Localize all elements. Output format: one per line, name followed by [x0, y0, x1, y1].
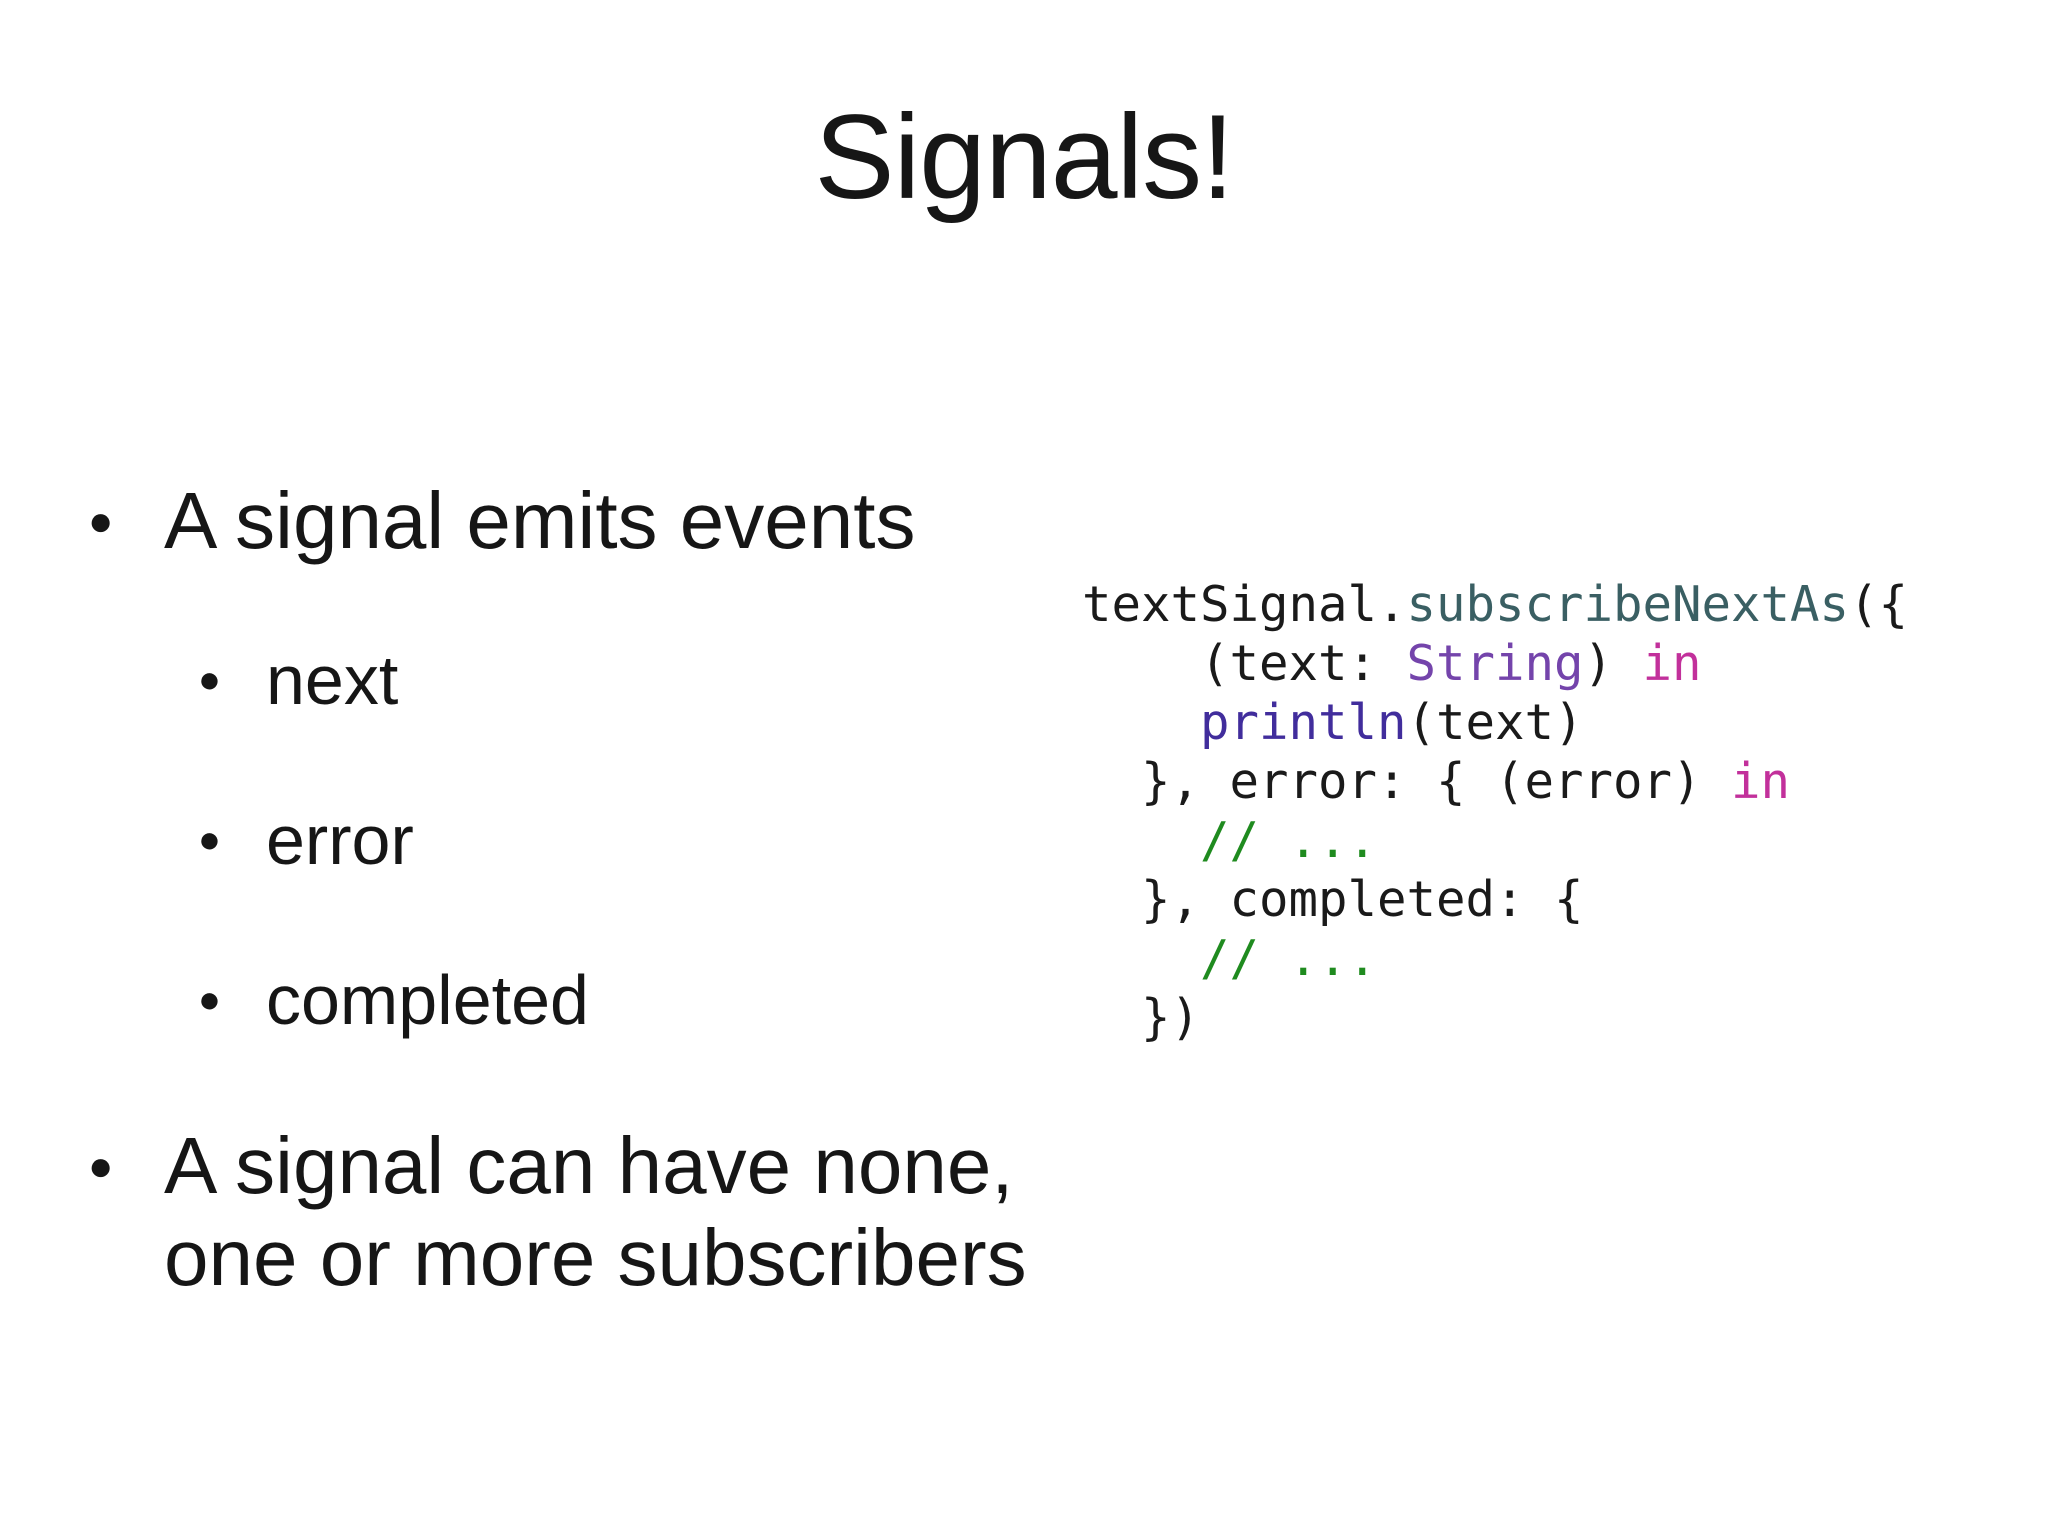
list-item: ● A signal emits events — [88, 475, 1064, 567]
code-line: // ... — [1200, 930, 1378, 987]
bullet-text: error — [266, 801, 414, 879]
code-line: }) — [1082, 989, 1201, 1046]
bullet-text: next — [266, 641, 399, 719]
bullet-text: completed — [266, 961, 589, 1039]
code-line: println(text) — [1200, 694, 1584, 751]
code-line: (text: String) in — [1082, 635, 1702, 692]
bullet-icon: ● — [198, 979, 221, 1021]
list-item: ● error — [198, 800, 414, 880]
code-snippet: textSignal.subscribeNextAs({ (text: Stri… — [1082, 575, 1908, 1047]
bullet-text: A signal can have none, one or more subs… — [164, 1121, 1027, 1302]
bullet-icon: ● — [198, 819, 221, 861]
code-line: }, completed: { — [1082, 871, 1584, 928]
slide-title: Signals! — [814, 90, 1235, 224]
list-item: ● completed — [198, 960, 589, 1040]
code-line: textSignal.subscribeNextAs({ — [1082, 576, 1909, 633]
code-line: // ... — [1200, 812, 1378, 869]
bullet-icon: ● — [88, 1142, 114, 1189]
bullet-icon: ● — [88, 497, 114, 544]
list-item: ● next — [198, 640, 398, 720]
bullet-text: A signal emits events — [164, 476, 916, 565]
bullet-icon: ● — [198, 659, 221, 701]
code-line: }, error: { (error) in — [1082, 753, 1791, 810]
list-item: ● A signal can have none, one or more su… — [88, 1120, 1064, 1304]
